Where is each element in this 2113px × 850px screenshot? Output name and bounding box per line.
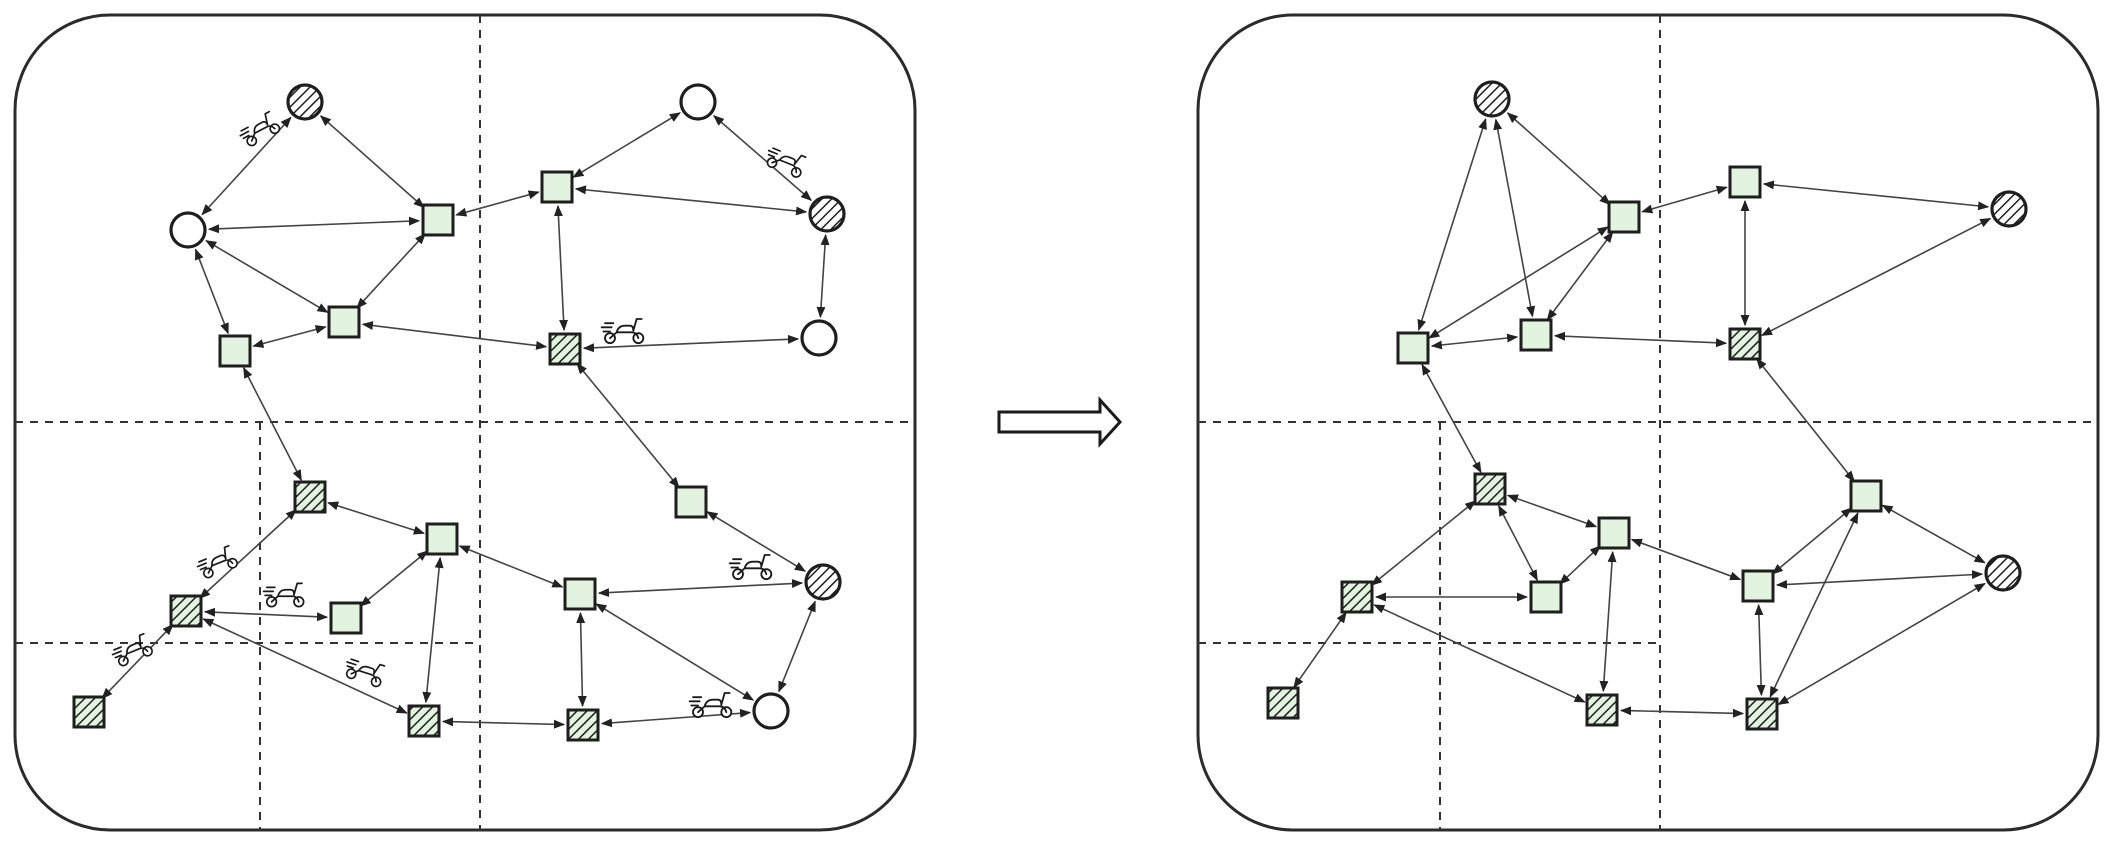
station-square-hatched-icon bbox=[566, 708, 600, 742]
bidirectional-edge bbox=[1498, 504, 1538, 582]
bidirectional-edge bbox=[1559, 545, 1601, 585]
bidirectional-edge bbox=[1754, 603, 1766, 697]
station-square-hatched-icon bbox=[407, 704, 441, 738]
station-square-icon bbox=[563, 577, 597, 611]
station-square-icon bbox=[1728, 165, 1762, 199]
bidirectional-edge bbox=[202, 618, 408, 714]
station-square-hatched-icon bbox=[1266, 686, 1300, 720]
network-before-panel bbox=[13, 13, 917, 832]
nodes-group bbox=[1266, 80, 2028, 731]
bidirectional-edge bbox=[713, 115, 812, 201]
bidirectional-edge bbox=[1599, 550, 1617, 693]
bidirectional-edge bbox=[576, 362, 680, 489]
bidirectional-edge bbox=[1762, 180, 1990, 211]
station-square-icon bbox=[540, 170, 574, 204]
bidirectional-edge bbox=[1756, 357, 1855, 483]
station-circle-hatched-icon bbox=[808, 195, 846, 233]
station-square-icon bbox=[1597, 516, 1631, 550]
station-square-hatched-icon bbox=[1340, 580, 1374, 614]
bidirectional-edge bbox=[1293, 611, 1347, 689]
bidirectional-edge bbox=[582, 334, 800, 353]
station-square-icon bbox=[1519, 318, 1553, 352]
station-square-icon bbox=[1849, 479, 1883, 513]
station-square-icon bbox=[1607, 200, 1641, 234]
bidirectional-edge bbox=[359, 550, 429, 607]
station-square-hatched-icon bbox=[548, 332, 582, 366]
bidirectional-edge bbox=[1546, 231, 1614, 321]
station-square-hatched-icon bbox=[1473, 472, 1507, 506]
station-square-hatched-icon bbox=[293, 480, 327, 514]
station-circle-icon bbox=[679, 83, 717, 121]
station-square-hatched-icon bbox=[72, 695, 106, 729]
bidirectional-edge bbox=[205, 239, 329, 314]
network-after-panel bbox=[1196, 13, 2100, 832]
bidirectional-edge bbox=[1373, 604, 1586, 703]
bidirectional-edge bbox=[553, 204, 569, 332]
station-circle-hatched-icon bbox=[804, 563, 842, 601]
station-circle-icon bbox=[752, 692, 790, 730]
bidirectional-edge bbox=[203, 607, 329, 622]
station-circle-hatched-icon bbox=[1473, 80, 1511, 118]
bidirectional-edge bbox=[455, 190, 540, 217]
bidirectional-edge bbox=[356, 233, 426, 309]
right-hollow-arrow-icon bbox=[997, 396, 1123, 448]
bidirectional-edge bbox=[595, 603, 755, 701]
bidirectional-edge bbox=[1421, 363, 1482, 474]
station-square-hatched-icon bbox=[1745, 697, 1779, 731]
bidirectional-edge bbox=[101, 623, 174, 700]
station-square-icon bbox=[425, 522, 459, 556]
station-square-icon bbox=[218, 334, 252, 368]
station-circle-hatched-icon bbox=[1984, 554, 2022, 592]
bidirectional-edge bbox=[1370, 500, 1477, 586]
station-square-icon bbox=[1529, 580, 1563, 614]
edges-group bbox=[1293, 112, 1992, 718]
bidirectional-edge bbox=[207, 216, 421, 234]
station-square-hatched-icon bbox=[1728, 327, 1762, 361]
nodes-group bbox=[72, 83, 846, 742]
bidirectional-edge bbox=[597, 579, 804, 598]
station-circle-icon bbox=[169, 211, 207, 249]
bidirectional-edge bbox=[441, 717, 566, 729]
bidirectional-edge bbox=[458, 545, 564, 588]
bidirectional-edge bbox=[319, 115, 425, 209]
station-square-icon bbox=[329, 601, 363, 635]
bidirectional-edge bbox=[572, 112, 681, 178]
bidirectional-edge bbox=[576, 611, 587, 708]
bidirectional-edge bbox=[1619, 706, 1745, 718]
bidirectional-edge bbox=[1881, 504, 1986, 564]
bidirectional-edge bbox=[706, 511, 806, 572]
station-circle-hatched-icon bbox=[1990, 190, 2028, 228]
bidirectional-edge bbox=[252, 325, 327, 348]
bidirectional-edge bbox=[1630, 538, 1742, 581]
station-square-icon bbox=[1396, 331, 1430, 365]
station-square-icon bbox=[327, 305, 361, 339]
station-circle-icon bbox=[800, 319, 838, 357]
station-square-icon bbox=[674, 485, 708, 519]
bidirectional-edge bbox=[1760, 217, 1992, 337]
station-square-hatched-icon bbox=[1585, 693, 1619, 727]
station-square-icon bbox=[1741, 569, 1775, 603]
bidirectional-edge bbox=[1506, 494, 1598, 528]
bidirectional-edge bbox=[1430, 333, 1519, 350]
bidirectional-edge bbox=[1553, 331, 1728, 348]
bidirectional-edge bbox=[361, 321, 548, 350]
bidirectional-edge bbox=[422, 556, 444, 704]
bidirectional-edge bbox=[1777, 582, 1986, 706]
bidirectional-edge bbox=[242, 366, 303, 482]
bidirectional-edge bbox=[574, 185, 808, 216]
station-square-icon bbox=[421, 203, 455, 237]
station-circle-hatched-icon bbox=[286, 83, 324, 121]
bidirectional-edge bbox=[1506, 112, 1611, 206]
bidirectional-edge bbox=[816, 233, 830, 319]
bidirectional-edge bbox=[1641, 185, 1728, 214]
bidirectional-edge bbox=[199, 509, 297, 599]
bidirectional-edge bbox=[327, 501, 425, 535]
station-square-hatched-icon bbox=[169, 594, 203, 628]
bidirectional-edge bbox=[778, 600, 816, 693]
